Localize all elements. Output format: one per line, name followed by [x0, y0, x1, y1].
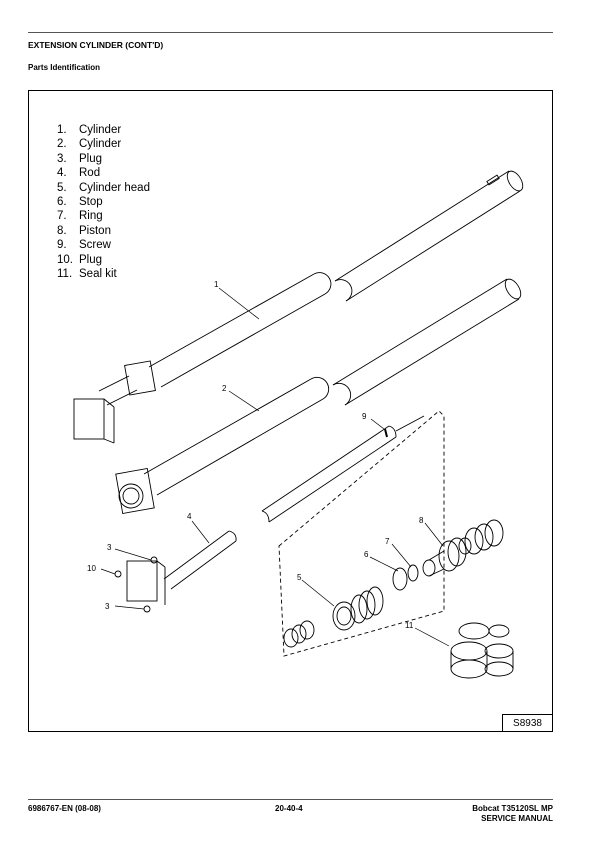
- callout-10: 10: [87, 564, 96, 573]
- legend-item: 6.Stop: [57, 196, 103, 209]
- cylinder-1-illustration: [73, 170, 524, 444]
- document-number: 6986767-EN (08-08): [28, 804, 101, 813]
- plug-3-upper-illustration: [150, 556, 158, 564]
- exploded-view-drawing: 1 2 3 4 10 3 5 6 7 8 9 11: [73, 170, 524, 679]
- callout-9: 9: [362, 412, 367, 421]
- callout-11: 11: [405, 621, 414, 630]
- callout-8: 8: [419, 516, 424, 525]
- stop-6-illustration: [392, 567, 408, 591]
- manual-title-line-1: Bobcat T35120SL MP: [472, 804, 553, 813]
- cylinder-2-illustration: [115, 278, 522, 514]
- legend-item: 9.Screw: [57, 239, 111, 252]
- callout-6: 6: [364, 550, 369, 559]
- callout-7: 7: [385, 537, 390, 546]
- callout-5: 5: [297, 573, 302, 582]
- figure-id-label: S8938: [502, 714, 552, 731]
- page-number: 20-40-4: [275, 804, 303, 813]
- plug-3-lower-illustration: [143, 605, 151, 613]
- parts-figure: 1 2 3 4 10 3 5 6 7 8 9 11 1.Cylinder 2.C…: [28, 90, 553, 732]
- parts-identification-heading: Parts Identification: [28, 63, 101, 72]
- callout-1: 1: [214, 280, 219, 289]
- legend-item: 10.Plug: [57, 253, 103, 266]
- plug-10-illustration: [114, 570, 122, 578]
- bottom-rule: [28, 799, 553, 800]
- callout-3-lower: 3: [105, 602, 110, 611]
- legend-item: 1.Cylinder: [57, 124, 122, 136]
- legend-item: 2.Cylinder: [57, 138, 122, 151]
- callout-3-upper: 3: [107, 543, 112, 552]
- legend-item: 4.Rod: [57, 167, 101, 180]
- screw-9-illustration: [384, 428, 388, 438]
- legend-item: 5.Cylinder head: [57, 181, 150, 194]
- top-rule: [28, 32, 553, 33]
- seal-kit-11-illustration: [450, 622, 514, 679]
- parts-legend: 1.Cylinder 2.Cylinder 3.Plug 4.Rod 5.Cyl…: [57, 123, 150, 281]
- legend-item: 3.Plug: [57, 152, 103, 165]
- callout-2: 2: [222, 384, 227, 393]
- piston-8-illustration: [422, 519, 504, 577]
- legend-item: 11.Seal kit: [57, 268, 117, 281]
- section-title: EXTENSION CYLINDER (CONT'D): [28, 40, 164, 50]
- manual-title: Bobcat T35120SL MP SERVICE MANUAL: [472, 804, 553, 824]
- manual-title-line-2: SERVICE MANUAL: [481, 814, 553, 823]
- cylinder-head-5-illustration: [283, 586, 384, 648]
- ring-7-illustration: [407, 564, 419, 582]
- rod-4-illustration: [126, 415, 425, 605]
- callout-4: 4: [187, 512, 192, 521]
- legend-item: 8.Piston: [57, 224, 111, 237]
- legend-item: 7.Ring: [57, 210, 103, 223]
